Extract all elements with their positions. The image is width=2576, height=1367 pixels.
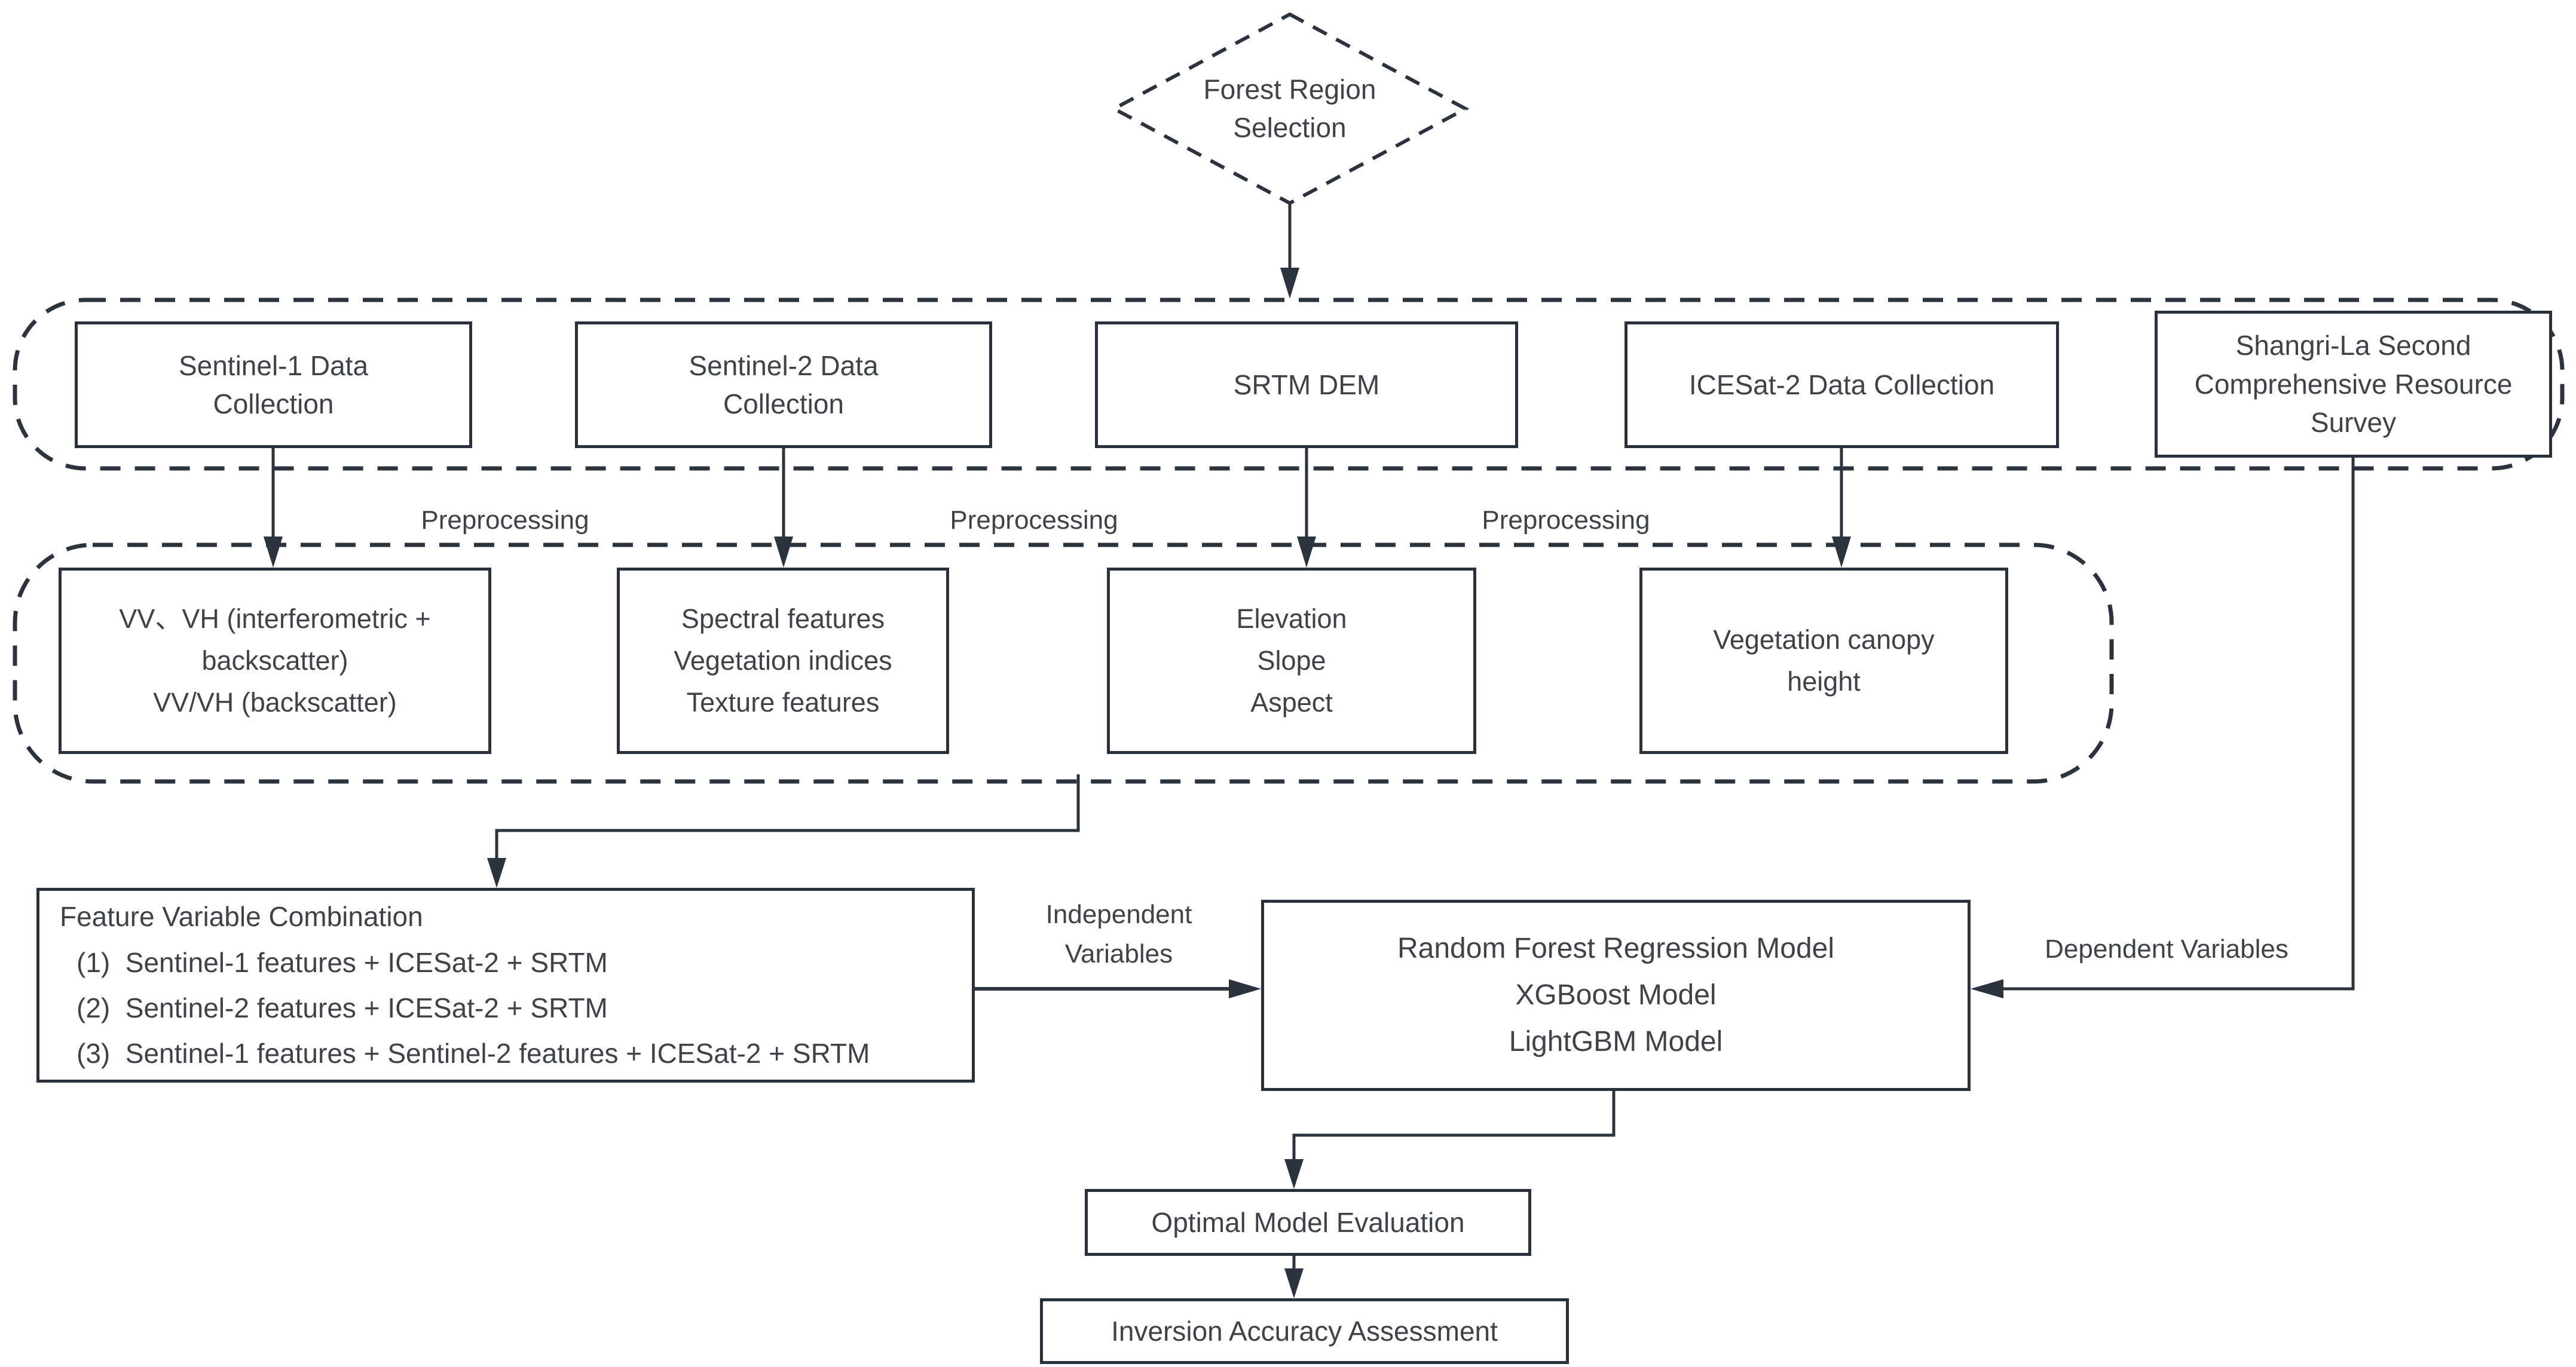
node-sar-features: VV、VH (interferometric + backscatter) VV… bbox=[59, 568, 491, 754]
arrow-icesat2-to-features bbox=[1832, 448, 1851, 568]
arrow-sentinel1-to-features bbox=[264, 448, 283, 568]
arrow-diamond-to-collection bbox=[1280, 203, 1299, 299]
arrow-sentinel2-to-features bbox=[774, 448, 793, 568]
node-sentinel1-collection: Sentinel-1 Data Collection bbox=[75, 321, 472, 448]
node-canopy-height: Vegetation canopy height bbox=[1639, 568, 2008, 754]
feature-combination-title: Feature Variable Combination bbox=[60, 901, 423, 933]
node-inversion-assessment: Inversion Accuracy Assessment bbox=[1040, 1298, 1569, 1364]
arrow-srtm-to-features bbox=[1297, 448, 1316, 568]
label-preprocessing-1: Preprocessing bbox=[421, 505, 589, 535]
data-collection-group-outline bbox=[13, 298, 2565, 471]
label-preprocessing-2: Preprocessing bbox=[950, 505, 1118, 535]
arrow-optimal-to-inversion bbox=[1284, 1256, 1304, 1298]
arrow-combination-to-models bbox=[975, 979, 1261, 998]
label-dependent-variables: Dependent Variables bbox=[2045, 934, 2289, 964]
arrow-models-to-optimal bbox=[1284, 1091, 1616, 1189]
feature-combination-item-3: (3) Sentinel-1 features + Sentinel-2 fea… bbox=[77, 1038, 870, 1069]
label-independent-variables: Independent Variables bbox=[1045, 900, 1192, 968]
preprocessed-features-group-outline bbox=[13, 542, 2114, 784]
node-optical-features: Spectral features Vegetation indices Tex… bbox=[617, 568, 949, 754]
label-preprocessing-3: Preprocessing bbox=[1482, 505, 1650, 535]
node-sentinel2-collection: Sentinel-2 Data Collection bbox=[575, 321, 992, 448]
arrow-features-to-combination bbox=[487, 774, 1080, 888]
node-icesat2-collection: ICESat-2 Data Collection bbox=[1624, 321, 2059, 448]
node-optimal-evaluation: Optimal Model Evaluation bbox=[1085, 1189, 1531, 1256]
node-terrain-features: Elevation Slope Aspect bbox=[1107, 568, 1476, 754]
node-regression-models: Random Forest Regression Model XGBoost M… bbox=[1261, 900, 1971, 1091]
node-srtm-dem: SRTM DEM bbox=[1095, 321, 1518, 448]
node-forest-region-selection: Forest Region Selection bbox=[1203, 73, 1376, 143]
arrow-survey-to-models bbox=[1971, 457, 2355, 998]
node-shangrila-survey: Shangri-La Second Comprehensive Resource… bbox=[2155, 311, 2552, 458]
feature-combination-item-1: (1) Sentinel-1 features + ICESat-2 + SRT… bbox=[77, 946, 608, 978]
feature-combination-item-2: (2) Sentinel-2 features + ICESat-2 + SRT… bbox=[77, 992, 608, 1023]
node-feature-combination: Feature Variable Combination (1) Sentine… bbox=[36, 888, 975, 1083]
